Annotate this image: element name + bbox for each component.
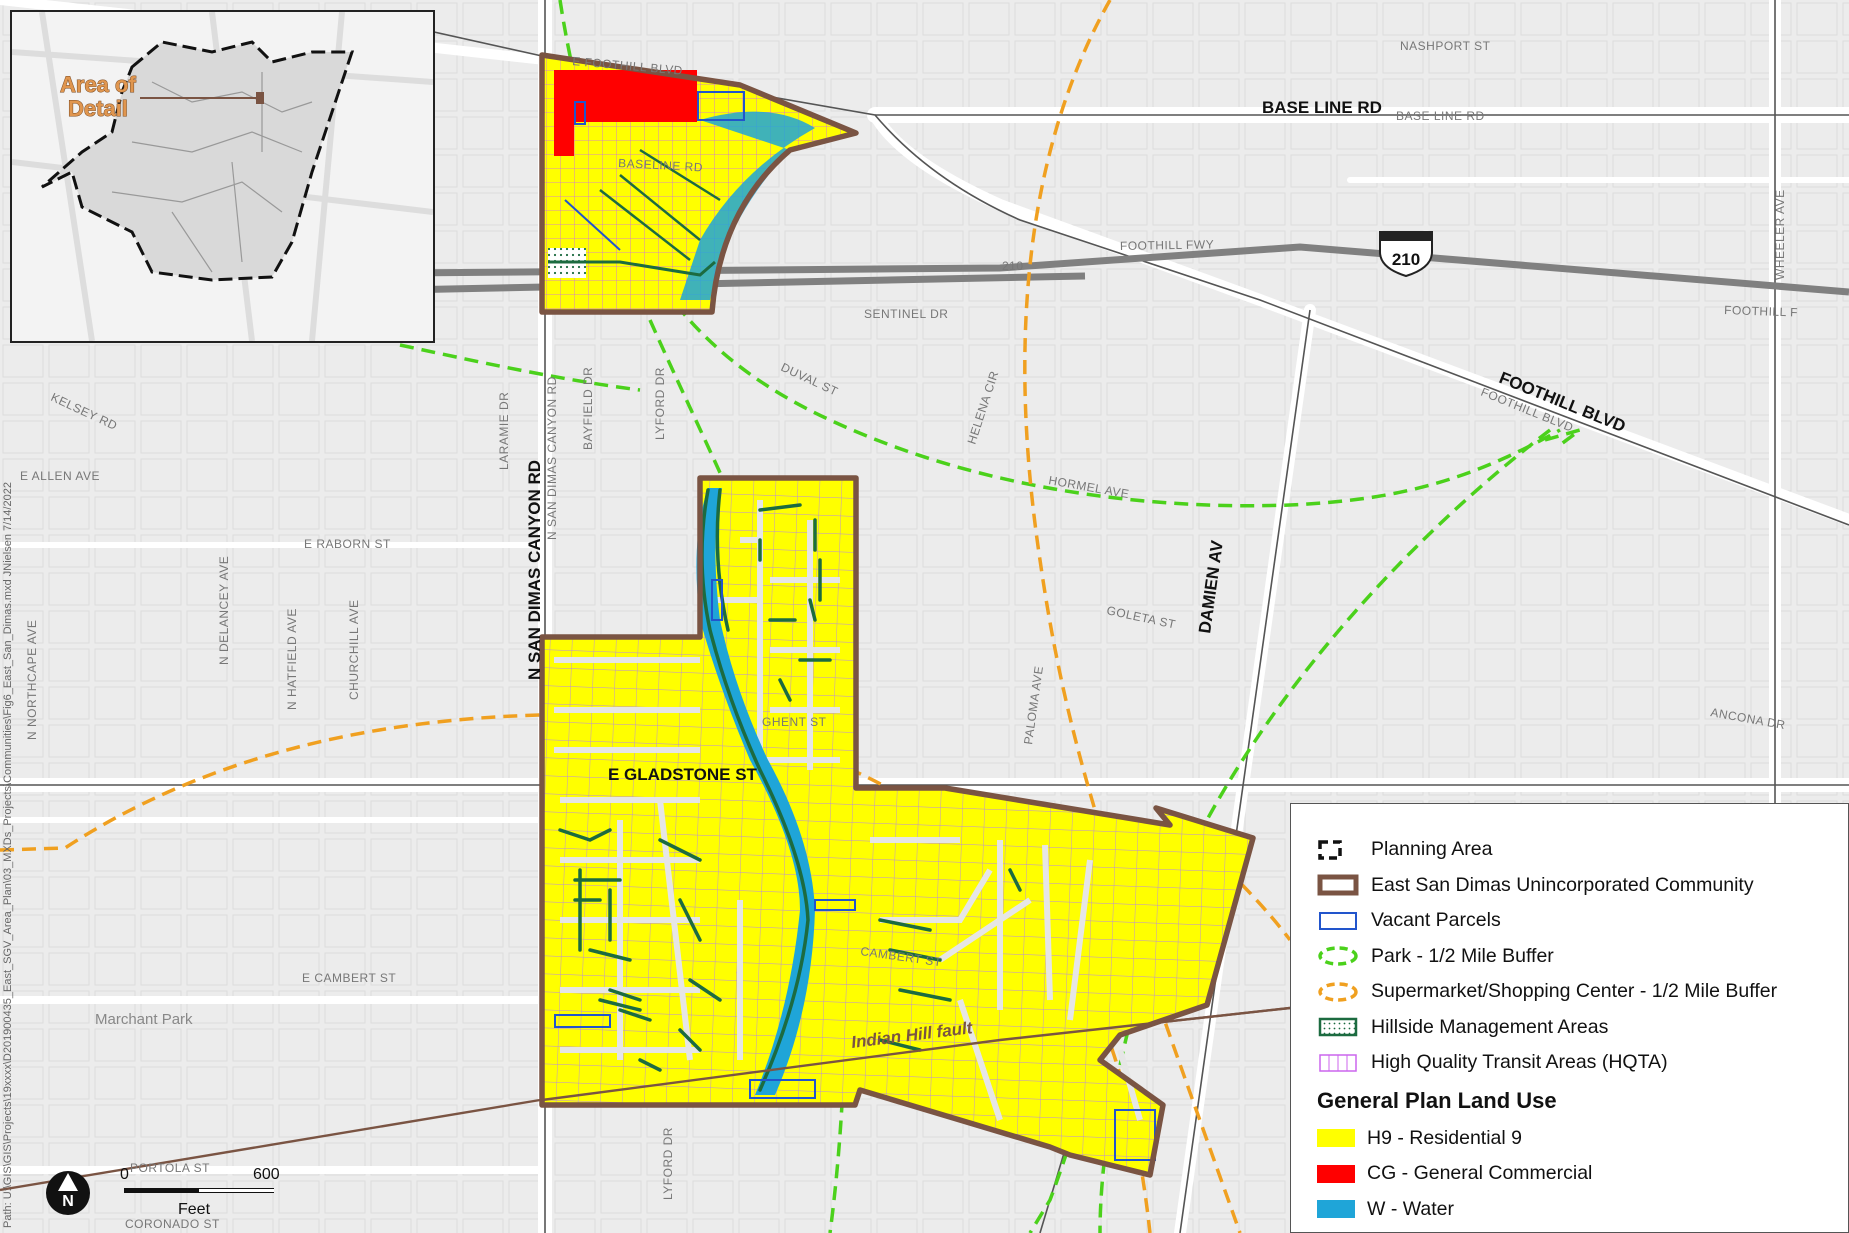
legend-w-water: W - Water bbox=[1317, 1192, 1848, 1228]
inset-label-area-of: Area of bbox=[60, 72, 136, 97]
label-n-hatfield-ave: N HATFIELD AVE bbox=[285, 608, 299, 710]
label-foothill-right: FOOTHILL F bbox=[1724, 303, 1798, 320]
north-arrow: N bbox=[46, 1171, 90, 1215]
community-north[interactable] bbox=[539, 52, 859, 315]
scale-unit: Feet bbox=[178, 1201, 211, 1218]
legend-park-buffer: Park - 1/2 Mile Buffer bbox=[1317, 939, 1848, 975]
map-path-note: Path: U:\GIS\GIS\Projects\19xxxx\D201900… bbox=[2, 482, 14, 1228]
legend-label: East San Dimas Unincorporated Community bbox=[1371, 873, 1754, 896]
water-swatch bbox=[1317, 1200, 1355, 1219]
inset-locator-map: Area of Detail bbox=[10, 10, 435, 343]
label-marchant-park: Marchant Park bbox=[95, 1011, 193, 1028]
scale-end: 600 bbox=[253, 1166, 280, 1183]
label-bayfield-dr: BAYFIELD DR bbox=[581, 367, 595, 450]
h9-swatch bbox=[1317, 1129, 1355, 1148]
legend-label: H9 - Residential 9 bbox=[1367, 1126, 1522, 1149]
legend-label: Planning Area bbox=[1371, 838, 1493, 861]
label-n-delancey-ave: N DELANCEY AVE bbox=[217, 556, 231, 665]
legend-vacant-parcels: Vacant Parcels bbox=[1317, 903, 1848, 939]
legend-label: W - Water bbox=[1367, 1197, 1455, 1220]
community-south[interactable] bbox=[539, 475, 1256, 1178]
label-n-san-dimas-canyon-small: N SAN DIMAS CANYON RD bbox=[545, 376, 559, 540]
community-symbol bbox=[1317, 874, 1359, 896]
north-arrow-label: N bbox=[62, 1193, 74, 1210]
label-sentinel-dr: SENTINEL DR bbox=[864, 307, 948, 321]
legend-community: East San Dimas Unincorporated Community bbox=[1317, 868, 1848, 904]
label-baseline-rd: BASELINE RD bbox=[618, 156, 703, 174]
label-base-line-rd: BASE LINE RD bbox=[1262, 98, 1382, 117]
interstate-210-label: 210 bbox=[1392, 250, 1420, 269]
label-coronado-st: CORONADO ST bbox=[125, 1217, 220, 1231]
hqta-symbol bbox=[1317, 1052, 1359, 1074]
label-lyford-dr: LYFORD DR bbox=[653, 367, 667, 440]
label-e-cambert-st: E CAMBERT ST bbox=[302, 971, 396, 985]
scale-bar: 0 600 Feet bbox=[120, 1166, 290, 1226]
water-channel bbox=[696, 488, 815, 1095]
label-churchill-ave: CHURCHILL AVE bbox=[347, 599, 361, 700]
label-foothill-fwy: FOOTHILL FWY bbox=[1120, 237, 1214, 253]
inset-label-detail: Detail bbox=[68, 96, 128, 121]
legend-label: High Quality Transit Areas (HQTA) bbox=[1371, 1051, 1668, 1074]
legend-planning-area: Planning Area bbox=[1317, 832, 1848, 868]
label-n-san-dimas-canyon-rd: N SAN DIMAS CANYON RD bbox=[525, 460, 544, 680]
label-ghent-st: GHENT ST bbox=[762, 715, 827, 729]
label-wheeler-ave: WHEELER AVE bbox=[1773, 189, 1787, 280]
legend-hillside: Hillside Management Areas bbox=[1317, 1010, 1848, 1046]
legend-label: Supermarket/Shopping Center - 1/2 Mile B… bbox=[1371, 980, 1778, 1003]
legend-label: Vacant Parcels bbox=[1371, 909, 1501, 932]
label-lyford-dr-south: LYFORD DR bbox=[661, 1127, 675, 1200]
label-n-northcape-ave: N NORTHCAPE AVE bbox=[25, 620, 39, 740]
inset-area-of-detail-marker bbox=[256, 92, 264, 104]
label-e-raborn-st: E RABORN ST bbox=[304, 537, 391, 551]
legend-hqta: High Quality Transit Areas (HQTA) bbox=[1317, 1045, 1848, 1081]
legend-cg-commercial: CG - General Commercial bbox=[1317, 1156, 1848, 1192]
label-e-allen-ave: E ALLEN AVE bbox=[20, 469, 100, 483]
label-portola-st: PORTOLA ST bbox=[130, 1161, 210, 1175]
legend-supermarket-buffer: Supermarket/Shopping Center - 1/2 Mile B… bbox=[1317, 974, 1848, 1010]
cg-swatch bbox=[1317, 1164, 1355, 1183]
inset-planning-area bbox=[41, 40, 355, 282]
legend-label: Hillside Management Areas bbox=[1371, 1015, 1609, 1038]
vacant-parcels-symbol bbox=[1317, 910, 1359, 932]
label-e-gladstone-st: E GLADSTONE ST bbox=[608, 765, 758, 784]
scale-start: 0 bbox=[120, 1166, 129, 1183]
legend-label: CG - General Commercial bbox=[1367, 1162, 1593, 1185]
planning-area-symbol bbox=[1317, 839, 1359, 861]
legend-label: Park - 1/2 Mile Buffer bbox=[1371, 944, 1554, 967]
interstate-210-shield: 210 bbox=[1379, 231, 1433, 278]
cg-general-commercial[interactable] bbox=[554, 70, 697, 122]
label-210-small: 210 bbox=[1002, 259, 1024, 273]
hillside-symbol bbox=[1317, 1016, 1359, 1038]
park-buffer-symbol bbox=[1317, 945, 1359, 967]
label-base-line-rd-small: BASE LINE RD bbox=[1396, 109, 1485, 123]
legend-land-use-heading: General Plan Land Use bbox=[1317, 1087, 1557, 1113]
label-laramie-dr: LARAMIE DR bbox=[497, 392, 511, 470]
label-nashport-st: NASHPORT ST bbox=[1400, 39, 1491, 53]
map-legend: Planning Area East San Dimas Unincorpora… bbox=[1290, 803, 1849, 1233]
supermarket-buffer-symbol bbox=[1317, 981, 1359, 1003]
legend-h9-residential: H9 - Residential 9 bbox=[1317, 1121, 1848, 1157]
